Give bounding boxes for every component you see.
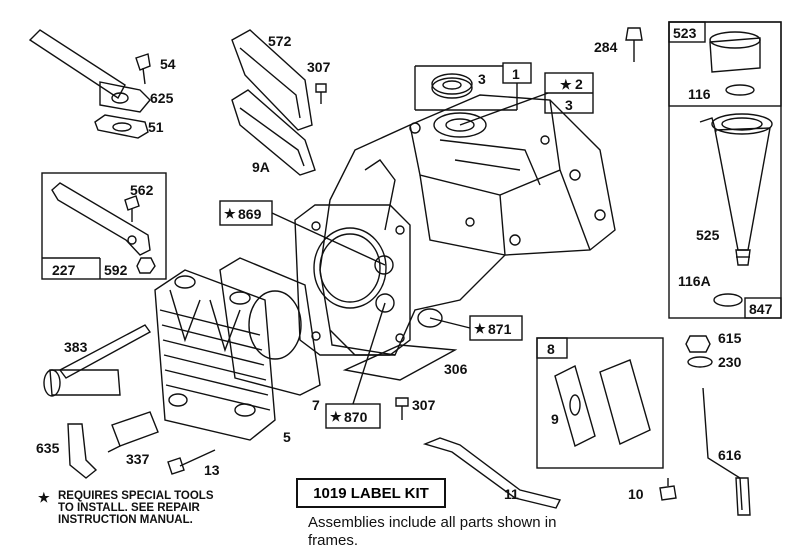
nut-615 [685,335,711,353]
breather-tube [28,29,126,100]
breather-cover [599,359,651,445]
frame-523 [668,21,782,107]
star-869: ★ [224,206,236,221]
breather-gasket-9 [554,364,596,448]
label-284: 284 [594,39,618,55]
label-54: 54 [160,56,176,72]
leader-869 [271,212,386,266]
cylinder-383 [49,369,121,396]
label-616: 616 [718,447,742,463]
label-1: 1 [512,66,520,82]
assemblies-line-1: Assemblies include all parts shown in [308,514,557,531]
label-227: 227 [52,262,76,278]
screw-307-top [315,83,327,93]
label-383: 383 [64,339,88,355]
box-523 [668,21,706,43]
nut-592 [136,257,156,274]
governor-link-616 [702,387,743,511]
screw-10 [659,485,677,501]
oil-seal [431,77,473,99]
label-3b: 3 [565,97,573,113]
gasket-572 [231,29,313,131]
spark-plug-337 [111,411,159,447]
label-307b: 307 [412,397,436,413]
baffle-306 [342,344,458,381]
star-870: ★ [330,409,342,424]
label-635: 635 [36,440,60,456]
label-230: 230 [718,354,742,370]
rod-383 [58,324,152,379]
label-523: 523 [673,25,697,41]
oring-116 [725,84,755,96]
bolt-13 [167,457,185,475]
note-line-3: INSTRUCTION MANUAL. [58,514,193,526]
frame-8 [536,337,664,469]
label-kit-box: 1019 LABEL KIT [296,478,446,508]
leader-870 [352,302,386,405]
screw-54 [135,53,151,71]
label-5: 5 [283,429,291,445]
head-gasket [219,257,321,396]
box-847 [744,297,782,319]
label-11: 11 [504,486,519,502]
label-615: 615 [718,330,742,346]
label-525: 525 [696,227,720,243]
label-9: 9 [551,411,559,427]
label-10: 10 [628,486,644,502]
label-116a: 116A [678,273,711,289]
assemblies-note: Assemblies include all parts shown in fr… [308,514,556,550]
label-2: 2 [575,76,583,92]
label-625: 625 [150,90,174,106]
breather-cover-625 [99,81,151,113]
label-13: 13 [204,462,220,478]
label-8: 8 [547,341,555,357]
washer-230 [687,356,713,368]
label-847: 847 [749,301,773,317]
special-tools-note: REQUIRES SPECIAL TOOLS TO INSTALL. SEE R… [58,490,214,526]
dipstick-cap-523 [709,37,761,73]
label-572: 572 [268,33,292,49]
label-3a: 3 [478,71,486,87]
label-869: 869 [238,206,262,222]
spark-plug-boot-635 [67,423,98,479]
label-592: 592 [104,262,128,278]
star-2: ★ [560,77,572,92]
leader-871 [429,317,471,329]
dipstick-rod-11 [422,437,562,509]
note-line-2: TO INSTALL. SEE REPAIR [58,502,200,514]
oil-fill-tube-525 [699,113,773,266]
label-51: 51 [148,119,164,135]
oring-116a [713,293,743,307]
label-7: 7 [312,397,320,413]
label-307a: 307 [307,59,331,75]
label-337: 337 [126,451,150,467]
cylinder-head [154,269,276,441]
bracket [51,182,151,256]
gasket-9a [231,89,316,176]
screw-307-bottom [395,397,409,407]
star-note: ★ [38,490,50,505]
assemblies-line-2: frames. [308,532,359,549]
plug-284 [625,27,643,41]
label-871: 871 [488,321,512,337]
screw-562 [124,195,140,211]
label-870: 870 [344,409,368,425]
label-306: 306 [444,361,468,377]
crankcase [294,94,616,356]
label-116: 116 [688,86,711,102]
star-871: ★ [474,321,486,336]
box-8 [536,337,568,359]
gasket-51 [94,114,149,139]
note-line-1: REQUIRES SPECIAL TOOLS [58,490,214,502]
label-9a: 9A [252,159,270,175]
frame-227 [41,172,167,280]
label-562: 562 [130,182,154,198]
